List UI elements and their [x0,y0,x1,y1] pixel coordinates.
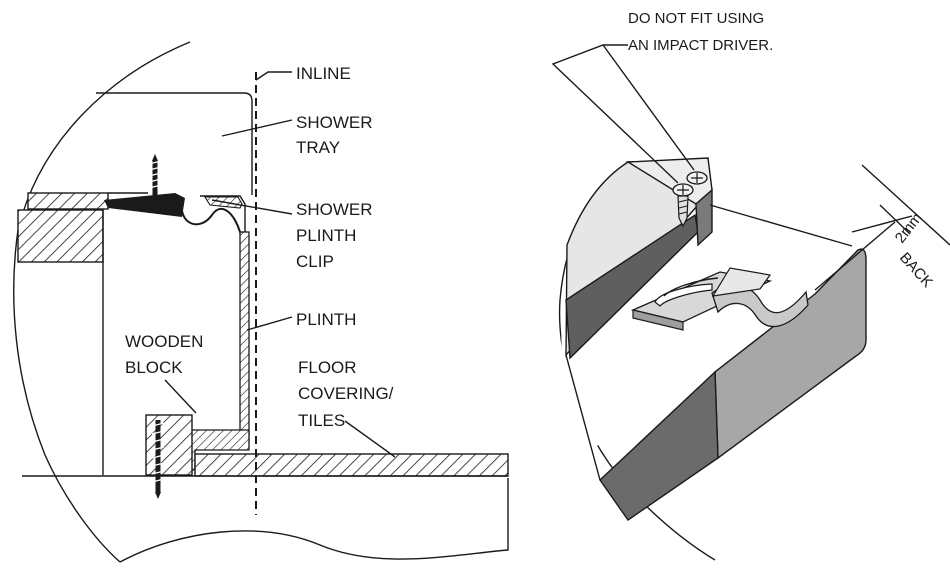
plinth-clip-3d [630,267,809,331]
label-inline: INLINE [296,64,351,83]
label-clip-2: PLINTH [296,226,356,245]
detail-circle-outline [13,41,191,563]
label-plinth: PLINTH [296,310,356,329]
clip-bar [104,193,185,217]
top-screw [148,154,162,197]
shower-tray [96,92,253,195]
label-block-2: BLOCK [125,358,183,377]
slab-edge [709,204,853,247]
tray-leader [221,119,293,137]
right-perspective-diagram: DO NOT FIT USING AN IMPACT DRIVER. 2mm B… [551,10,950,561]
bottom-screw [151,420,165,499]
screw-left [672,183,694,228]
label-clip-1: SHOWER [296,200,373,219]
label-floor-1: FLOOR [298,358,357,377]
label-clip-3: CLIP [296,252,334,271]
block-leader [164,379,197,414]
dimension-lines [814,164,950,291]
plinth-leader [246,316,293,331]
break-line [119,478,509,563]
label-block-1: WOODEN [125,332,203,351]
label-shower-tray-2: TRAY [296,138,340,157]
clip-curve-3d [711,284,809,328]
label-shower-tray-1: SHOWER [296,113,373,132]
dimension-note: BACK [896,249,936,291]
svg-text:2mm: 2mm [892,210,926,247]
floor-tiles [194,453,509,477]
slab-bottom-face [599,370,719,521]
warning-line-1: DO NOT FIT USING [628,10,764,27]
clip-leader [211,199,293,215]
inline-leader [255,71,292,81]
end-block-side [695,188,713,247]
warning-leader [551,44,695,184]
svg-text:BACK: BACK [896,249,936,291]
label-floor-2: COVERING/ [298,384,394,403]
top-board [27,192,109,210]
floor-leader [344,420,396,458]
plinth-clip [180,199,244,238]
dimension-label: 2mm [892,210,926,247]
left-section-diagram: INLINE SHOWER TRAY SHOWER PLINTH CLIP PL… [13,41,509,563]
plinth-panel [239,231,250,445]
side-joist [17,209,104,263]
warning-line-2: AN IMPACT DRIVER. [628,37,773,54]
slab-edge-2 [565,354,601,481]
label-floor-3: TILES [298,411,345,430]
slab-right-face [714,248,867,460]
screw-right [686,171,708,185]
